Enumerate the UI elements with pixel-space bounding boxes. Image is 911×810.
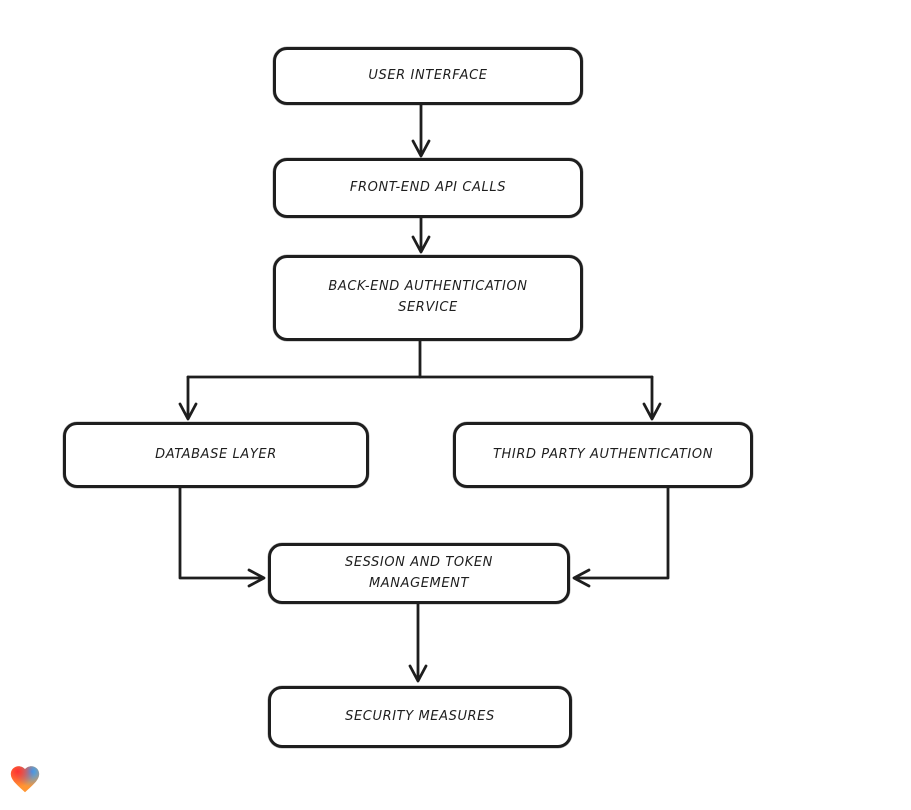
node-label: SESSION AND TOKEN MANAGEMENT xyxy=(344,554,494,591)
node-session-token-management[interactable]: SESSION AND TOKEN MANAGEMENT xyxy=(268,543,570,604)
arrow-backend-branch xyxy=(178,339,662,421)
node-third-party-authentication[interactable]: THIRD PARTY AUTHENTICATION xyxy=(453,422,753,488)
node-label: USER INTERFACE xyxy=(368,67,488,83)
gradient-heart-icon xyxy=(10,766,40,793)
node-label: DATABASE LAYER xyxy=(155,446,277,462)
node-user-interface[interactable]: USER INTERFACE xyxy=(273,47,583,105)
node-label: FRONT-END API CALLS xyxy=(349,179,507,195)
node-backend-authentication-service[interactable]: BACK-END AUTHENTICATION SERVICE xyxy=(273,255,583,341)
heart-logo-badge[interactable] xyxy=(8,762,42,796)
arrow-frontend-to-backend xyxy=(411,216,431,254)
node-label: SECURITY MEASURES xyxy=(345,708,495,724)
node-security-measures[interactable]: SECURITY MEASURES xyxy=(268,686,572,748)
node-label: THIRD PARTY AUTHENTICATION xyxy=(492,446,714,462)
arrow-user-interface-to-frontend xyxy=(411,103,431,158)
arrow-session-to-security xyxy=(408,602,428,683)
arrow-thirdparty-to-session xyxy=(572,486,670,588)
arrow-database-to-session xyxy=(178,486,266,588)
node-frontend-api-calls[interactable]: FRONT-END API CALLS xyxy=(273,158,583,218)
node-database-layer[interactable]: DATABASE LAYER xyxy=(63,422,369,488)
node-label: BACK-END AUTHENTICATION SERVICE xyxy=(328,279,528,315)
